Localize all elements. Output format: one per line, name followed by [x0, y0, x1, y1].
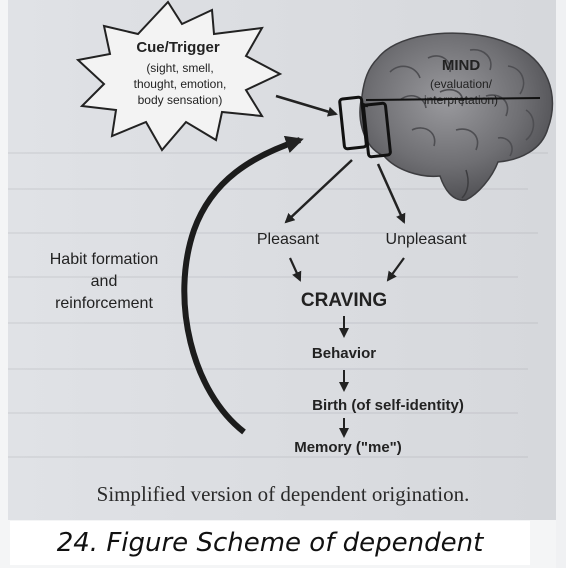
ghost-line: [8, 152, 548, 154]
ghost-line: [8, 188, 528, 190]
label-pleasant: Pleasant: [257, 231, 320, 248]
feedback-label-line-1: Habit formation: [50, 251, 159, 268]
ghost-line: [8, 412, 518, 414]
mind-title: MIND: [442, 57, 480, 74]
glasses-icon: [338, 95, 541, 159]
feedback-label-line-2: and: [91, 273, 118, 290]
cue-title: Cue/Trigger: [136, 39, 220, 56]
label-unpleasant: Unpleasant: [386, 231, 468, 248]
diagram-caption: Simplified version of dependent originat…: [96, 482, 470, 506]
label-memory: Memory ("me"): [294, 439, 402, 456]
cue-line-1: (sight, smell,: [146, 61, 213, 75]
edge-strip: [556, 0, 566, 568]
label-behavior: Behavior: [312, 345, 376, 362]
cue-line-2: thought, emotion,: [134, 77, 227, 91]
arrow-unpleasant-to-craving: [386, 257, 405, 282]
arrow-mind-to-unpleasant: [376, 163, 406, 224]
ghost-line: [8, 276, 518, 278]
arrow-mind-to-pleasant: [284, 159, 353, 224]
ghost-line: [8, 232, 538, 234]
figure-label: 24. Figure Scheme of dependent: [10, 521, 530, 565]
label-birth: Birth (of self-identity): [312, 397, 464, 414]
cue-line-3: body sensation): [138, 93, 223, 107]
arrow-cue-to-mind: [275, 94, 338, 117]
feedback-arrow: [181, 135, 304, 435]
mind-line-1: (evaluation/: [430, 77, 493, 91]
arrow-pleasant-to-craving: [288, 257, 302, 282]
mind-line-2: interpretation): [424, 93, 498, 107]
cue-starburst: [75, 0, 283, 152]
dependent-origination-diagram: Cue/Trigger (sight, smell, thought, emot…: [50, 0, 554, 456]
ghost-line: [8, 322, 538, 324]
label-craving: CRAVING: [301, 290, 387, 311]
ghost-line: [8, 368, 528, 370]
feedback-label-line-3: reinforcement: [55, 295, 153, 312]
ghost-line: [8, 456, 528, 458]
